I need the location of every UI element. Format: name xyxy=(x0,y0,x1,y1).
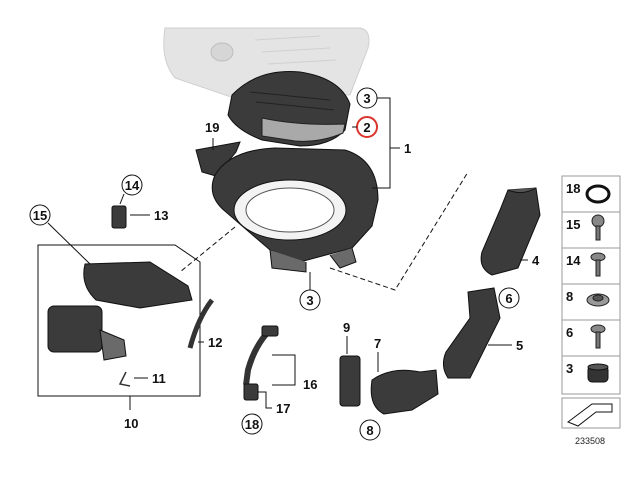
callout-circle-18 xyxy=(241,413,263,435)
callout-19: 19 xyxy=(205,120,219,135)
legend-label-6: 3 xyxy=(566,361,573,376)
legend-label-1: 18 xyxy=(566,181,580,196)
screw-icon xyxy=(591,214,605,241)
callout-circle-8 xyxy=(359,419,381,441)
callout-17: 17 xyxy=(276,401,290,416)
callout-circle-6 xyxy=(498,287,520,309)
hose-part-12[interactable] xyxy=(187,298,214,349)
intake-elbow-part-7[interactable] xyxy=(370,369,439,415)
callout-3a: 3 xyxy=(363,91,370,106)
connector-part-9[interactable] xyxy=(339,355,361,407)
legend-label-5: 6 xyxy=(566,325,573,340)
assembly-box-part-10 xyxy=(37,244,201,397)
callout-circle-15 xyxy=(29,204,51,226)
callout-group-1: 3 2 1 xyxy=(352,87,411,189)
callout-circle-3b xyxy=(299,289,321,311)
callout-16: 16 xyxy=(303,377,317,392)
screw-icon xyxy=(590,324,606,349)
callout-12: 12 xyxy=(208,335,222,350)
callout-14: 14 xyxy=(125,178,140,193)
legend-label-3: 14 xyxy=(566,253,581,268)
screw-icon xyxy=(590,252,606,277)
sensor-part-13[interactable] xyxy=(111,205,127,229)
callout-9: 9 xyxy=(343,320,350,335)
o-ring-icon xyxy=(585,184,611,204)
resonator-assembly[interactable] xyxy=(47,261,193,361)
legend-label-4: 8 xyxy=(566,289,573,304)
dashed-line-housing-intake xyxy=(329,171,469,291)
fastener-legend: 18 15 14 8 6 3 xyxy=(561,175,621,429)
dashed-line-housing-duct xyxy=(179,226,236,273)
airbox-lid-part-2[interactable] xyxy=(227,70,351,147)
callout-11: 11 xyxy=(152,371,166,386)
callout-5: 5 xyxy=(516,338,523,353)
clip-part-11[interactable] xyxy=(118,371,131,387)
airbox-housing-part-1[interactable] xyxy=(211,147,379,273)
callout-13: 13 xyxy=(154,208,168,223)
callout-10: 10 xyxy=(124,416,138,431)
arrow-icon xyxy=(566,403,613,427)
callout-1: 1 xyxy=(404,141,411,156)
legend-label-2: 15 xyxy=(566,217,580,232)
callout-6: 6 xyxy=(505,291,512,306)
callout-circle-14 xyxy=(121,174,143,196)
callout-4: 4 xyxy=(532,253,540,268)
intake-duct-part-4[interactable] xyxy=(480,187,541,276)
callout-2: 2 xyxy=(363,120,370,135)
washer-nut-icon xyxy=(586,293,610,307)
diagram-number: 233508 xyxy=(575,436,605,446)
callout-18: 18 xyxy=(245,417,259,432)
grommet-icon xyxy=(587,363,609,383)
hose-part-16[interactable] xyxy=(243,325,279,401)
callout-7: 7 xyxy=(374,336,381,351)
callout-8: 8 xyxy=(366,423,373,438)
intake-duct-part-5[interactable] xyxy=(442,287,501,379)
callout-15: 15 xyxy=(33,208,47,223)
callout-3b: 3 xyxy=(306,293,313,308)
